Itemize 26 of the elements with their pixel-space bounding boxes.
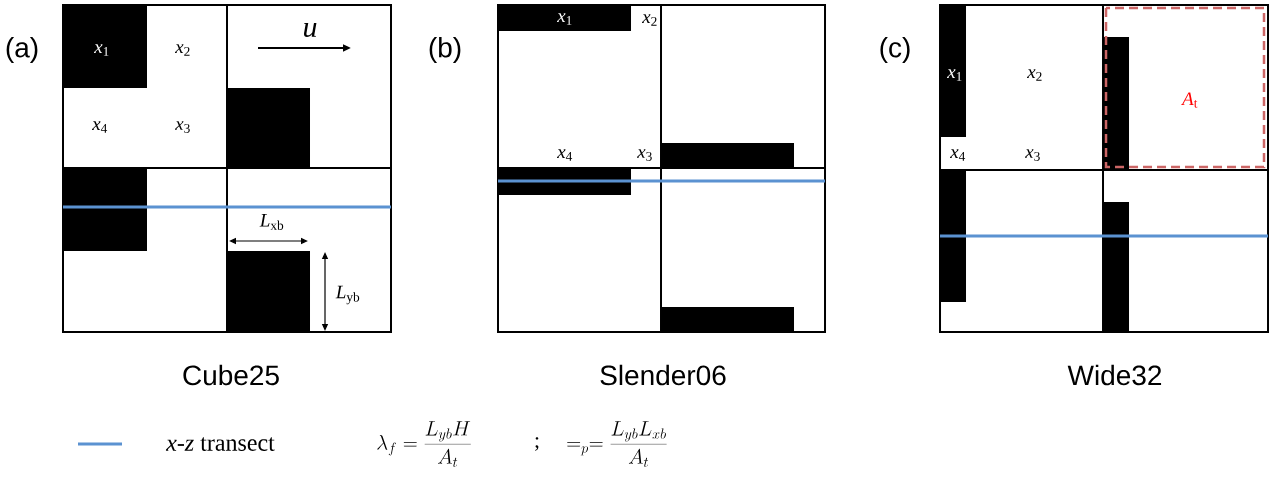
area-label: A$_{t}$ bbox=[1181, 92, 1198, 108]
point-label: x$_{1}$ bbox=[557, 13, 572, 25]
panel-label: (b) bbox=[429, 36, 461, 64]
legend-label: x-z transect bbox=[165, 437, 275, 451]
array-name: Wide32 bbox=[1067, 364, 1162, 386]
formula: $=_p = \frac{L_{yb}L_{xb}}{A_t}$ bbox=[567, 421, 667, 467]
separator: ; bbox=[535, 437, 539, 451]
point-label: x$_{2}$ bbox=[1027, 69, 1042, 81]
point-label: x$_{2}$ bbox=[175, 44, 190, 56]
point-label: x$_{3}$ bbox=[1025, 149, 1040, 161]
point-label: x$_{4}$ bbox=[92, 121, 108, 133]
formula: $\lambda_f = \frac{L_{yb}H}{A_t}$ bbox=[377, 421, 471, 467]
point-label: x$_{1}$ bbox=[947, 69, 962, 81]
velocity-label: u bbox=[304, 22, 317, 38]
panel-label: (c) bbox=[880, 36, 910, 64]
point-label: x$_{3}$ bbox=[175, 121, 190, 133]
dimension-label: L$_{yb}$ bbox=[335, 285, 360, 305]
point-label: x$_{4}$ bbox=[950, 149, 966, 161]
point-label: x$_{2}$ bbox=[642, 14, 657, 26]
point-label: x$_{1}$ bbox=[94, 44, 109, 56]
dimension-label: L$_{xb}$ bbox=[259, 214, 284, 230]
array-name: Cube25 bbox=[183, 364, 279, 386]
point-label: x$_{3}$ bbox=[637, 149, 652, 161]
panel-label: (a) bbox=[6, 36, 38, 64]
array-name: Slender06 bbox=[600, 364, 726, 386]
point-label: x$_{4}$ bbox=[557, 149, 573, 161]
